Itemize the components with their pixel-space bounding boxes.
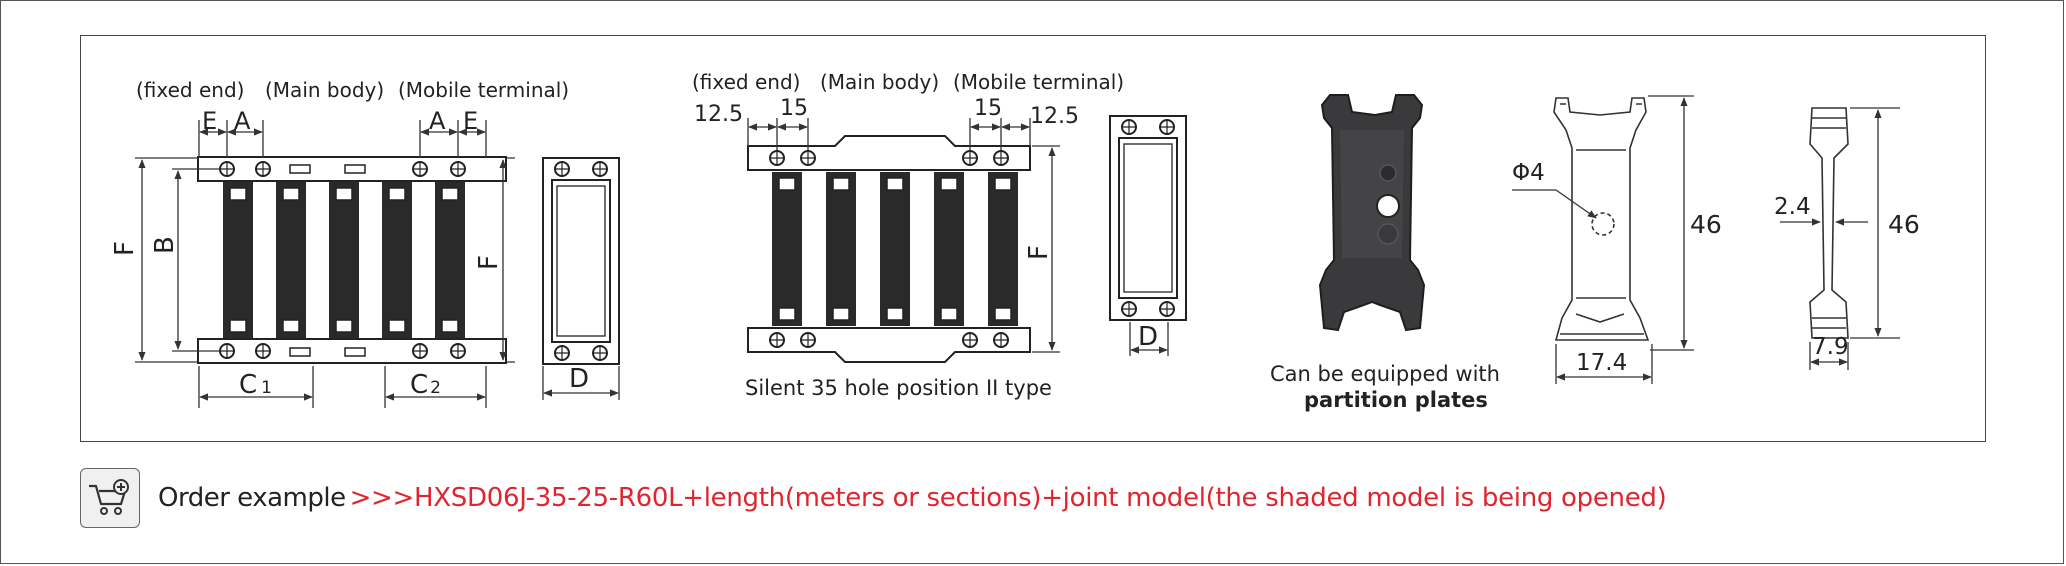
partition-plate-illustration bbox=[1318, 94, 1426, 332]
view2-label-fixed-end: (fixed end) bbox=[692, 70, 801, 94]
partition-dim-height-side: 46 bbox=[1888, 210, 1920, 239]
partition-front-drawing bbox=[1553, 97, 1650, 341]
view2-rivets bbox=[769, 150, 1009, 348]
partition-dim-width-side: 7.9 bbox=[1812, 334, 1849, 360]
partition-dim-width-front: 17.4 bbox=[1576, 350, 1628, 376]
view1-dim-e-right: E bbox=[463, 107, 479, 135]
partition-dim-hole: Φ4 bbox=[1512, 160, 1545, 186]
view2-end-dimensions bbox=[1129, 322, 1169, 356]
view1-dim-d: D bbox=[569, 364, 590, 394]
view1-dim-b: B bbox=[150, 236, 180, 254]
partition-front-dimensions bbox=[1512, 95, 1694, 384]
partition-dim-thickness: 2.4 bbox=[1774, 194, 1811, 220]
view1-label-fixed-end: (fixed end) bbox=[136, 78, 245, 102]
view2-dim-d: D bbox=[1138, 322, 1159, 352]
view2-dim-pitch-left: 15 bbox=[780, 96, 808, 121]
shopping-cart-plus-icon bbox=[80, 468, 140, 528]
order-model-code: >>>HXSD06J-35-25-R60L+length(meters or s… bbox=[349, 483, 1667, 513]
view1-dim-f-left: F bbox=[110, 241, 140, 256]
view1-dim-e-left: E bbox=[202, 107, 218, 135]
view2-dim-end-right: 12.5 bbox=[1030, 104, 1079, 129]
view2-end-view bbox=[1109, 115, 1187, 321]
view1-label-main-body: (Main body) bbox=[265, 78, 385, 102]
order-example-row: Order example >>>HXSD06J-35-25-R60L+leng… bbox=[80, 466, 1667, 530]
view2-dim-f: F bbox=[1024, 245, 1054, 260]
order-example-label: Order example bbox=[158, 483, 346, 513]
view2-label-main-body: (Main body) bbox=[820, 70, 940, 94]
view2-chain bbox=[747, 135, 1031, 363]
view1-end-view bbox=[542, 157, 620, 365]
partition-caption-line2: partition plates bbox=[1304, 388, 1488, 412]
view2-dim-pitch-right: 15 bbox=[974, 96, 1002, 121]
view1-dim-a-right: A bbox=[429, 107, 446, 135]
partition-side-drawing bbox=[1809, 107, 1849, 339]
view1-label-mobile-terminal: (Mobile terminal) bbox=[398, 78, 570, 102]
view2-dimensions bbox=[747, 118, 1060, 353]
view1-dimensions bbox=[135, 120, 515, 408]
view2-dim-end-left: 12.5 bbox=[694, 102, 743, 127]
view1-dim-a-left: A bbox=[234, 107, 251, 135]
partition-side-dimensions bbox=[1780, 107, 1900, 370]
view2-bars bbox=[772, 172, 1018, 326]
view2-label-mobile-terminal: (Mobile terminal) bbox=[953, 70, 1125, 94]
view1-end-dimensions bbox=[542, 366, 620, 400]
view1-dim-f-right: F bbox=[474, 255, 504, 270]
partition-dim-height-front: 46 bbox=[1690, 210, 1722, 239]
view1-bars bbox=[223, 182, 465, 338]
partition-caption-line1: Can be equipped with bbox=[1270, 362, 1500, 386]
view2-caption: Silent 35 hole position II type bbox=[745, 376, 1052, 400]
